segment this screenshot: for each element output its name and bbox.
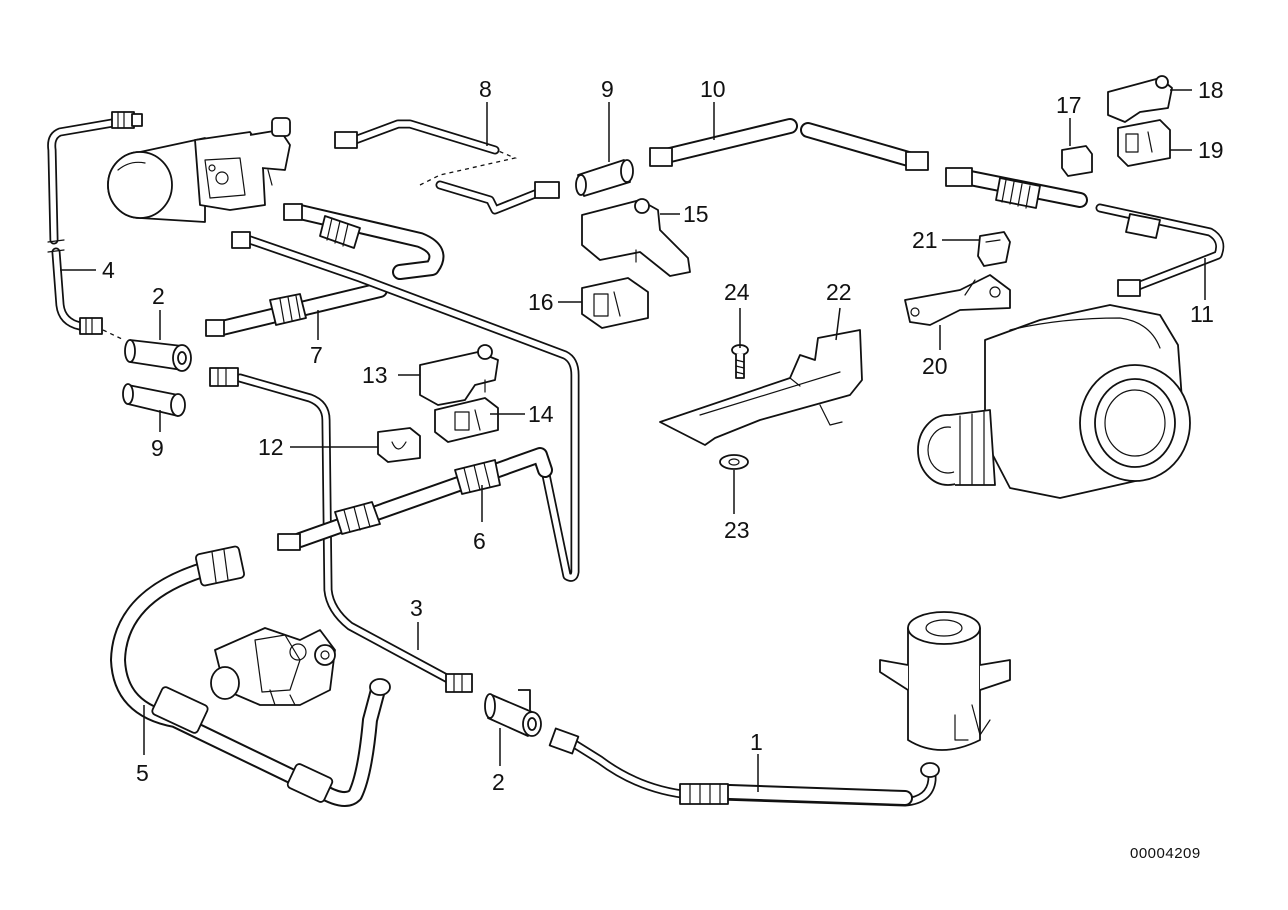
- pipe-8: [334, 119, 560, 215]
- callout-11: 11: [1190, 301, 1214, 327]
- callout-1: 1: [750, 729, 763, 755]
- pipe-6: [277, 447, 553, 551]
- diagram-reference-number: 00004209: [1130, 845, 1201, 862]
- callout-18: 18: [1198, 77, 1224, 103]
- clamp-16: [581, 277, 649, 329]
- callout-17: 17: [1056, 92, 1082, 118]
- bracket-20: [904, 274, 1011, 326]
- pipe-11: [945, 167, 1225, 297]
- callout-6: 6: [473, 528, 486, 554]
- leader-lines: [60, 89, 1206, 792]
- pipe-4: [47, 111, 143, 335]
- callout-3: 3: [410, 595, 423, 621]
- callout-21: 21: [912, 227, 938, 253]
- callout-23: 23: [724, 517, 750, 543]
- callout-9-upper: 9: [601, 76, 614, 102]
- callout-9-left: 9: [151, 435, 164, 461]
- differential-illustration: [917, 304, 1191, 499]
- pipe-long-return: [231, 231, 580, 582]
- callout-2-lower: 2: [492, 769, 505, 795]
- guard-plate-22: [659, 329, 863, 446]
- callout-20: 20: [922, 353, 948, 379]
- callout-15: 15: [683, 201, 709, 227]
- fluid-reservoir-illustration: [879, 611, 1011, 751]
- clamp-19: [1117, 119, 1171, 167]
- bracket-13: [419, 344, 499, 406]
- valve-body-illustration: [107, 117, 291, 223]
- callout-7: 7: [310, 342, 323, 368]
- clamp-12: [377, 427, 421, 463]
- clamp-17: [1061, 145, 1093, 177]
- clip-21: [977, 231, 1011, 267]
- callout-12: 12: [258, 434, 284, 460]
- callout-10: 10: [700, 76, 726, 102]
- pipe-1: [548, 727, 940, 807]
- callout-8: 8: [479, 76, 492, 102]
- pipe-upper-loop: [283, 203, 445, 280]
- callout-5: 5: [136, 760, 149, 786]
- callout-19: 19: [1198, 137, 1224, 163]
- bracket-18: [1107, 75, 1173, 123]
- bracket-15: [581, 198, 691, 277]
- callout-4: 4: [102, 257, 115, 283]
- callout-16: 16: [528, 289, 554, 315]
- callout-14: 14: [528, 401, 554, 427]
- power-steering-pump-illustration: [210, 627, 336, 706]
- sleeve-9-upper: [575, 159, 634, 197]
- bolt-24: [731, 344, 749, 379]
- nut-23: [719, 454, 749, 470]
- sleeve-9-left: [122, 383, 186, 417]
- fitting-2-lower: [484, 689, 542, 737]
- callout-2-upper: 2: [152, 283, 165, 309]
- pipe-3: [209, 367, 473, 693]
- callout-24: 24: [724, 279, 750, 305]
- clamp-14: [434, 397, 499, 443]
- callout-labels: 1 2 2 3 4 5 6 7 8 9 9 10 11 12 13 14 15 …: [102, 76, 1224, 795]
- hose-5: [110, 545, 391, 807]
- callout-13: 13: [362, 362, 388, 388]
- pipe-7-assembly: [205, 282, 388, 337]
- pipe-10: [649, 118, 929, 171]
- fitting-2-upper: [102, 329, 192, 372]
- callout-22: 22: [826, 279, 852, 305]
